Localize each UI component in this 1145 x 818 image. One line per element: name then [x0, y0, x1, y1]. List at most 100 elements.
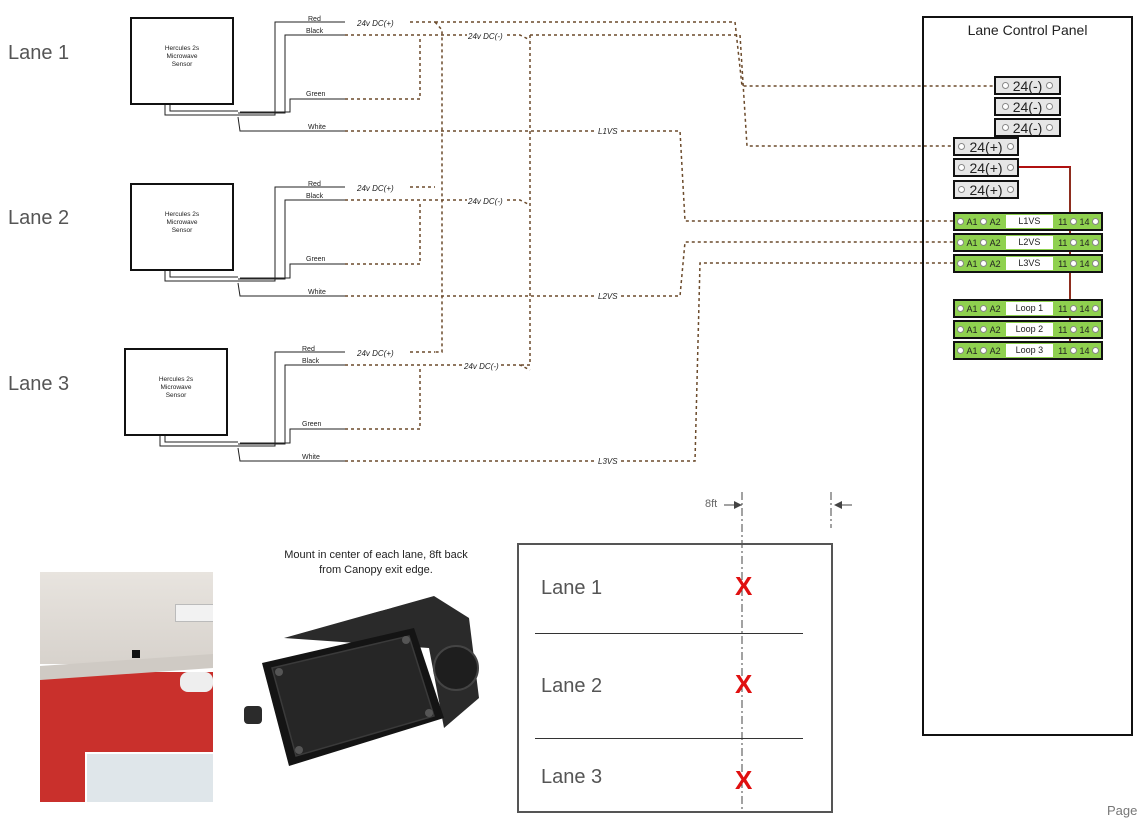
wire-white	[237, 116, 345, 132]
terminal-screw-icon	[1069, 239, 1077, 246]
terminal-screw-icon	[980, 305, 988, 312]
wire-white-label: White	[308, 289, 326, 296]
terminal-screw-icon	[1069, 218, 1077, 225]
sensor-lane-3: Hercules 2s Microwave Sensor	[124, 348, 228, 436]
layout-lane-1-label: Lane 1	[541, 577, 603, 599]
terminal-screw-icon	[958, 164, 966, 171]
wire-black-label: Black	[306, 28, 324, 35]
dc-negative-feed	[345, 364, 531, 371]
terminal-screw-icon	[1046, 103, 1054, 110]
terminal-positive: 24(+)	[953, 158, 1019, 177]
lane-layout-box: Lane 1 Lane 2 Lane 3 X X X	[517, 543, 833, 813]
sensor-label: Hercules 2s Microwave Sensor	[164, 45, 200, 68]
green-to-negative	[345, 38, 421, 100]
terminal-a1: A1	[966, 324, 978, 335]
terminal-screw-icon	[1092, 260, 1099, 267]
lane-control-panel: Lane Control Panel	[922, 16, 1133, 736]
wire-red	[235, 21, 345, 116]
terminal-a2: A2	[989, 303, 1001, 314]
sensor-label: Hercules 2s Microwave Sensor	[158, 376, 194, 399]
terminal-label: 24(+)	[969, 159, 1003, 176]
terminal-screw-icon	[1069, 305, 1077, 312]
terminal-screw-icon	[1092, 239, 1099, 246]
terminal-14: 14	[1079, 324, 1090, 335]
relay-loop-2: A1 A2 Loop 2 11 14	[953, 320, 1103, 339]
terminal-screw-icon	[1092, 347, 1099, 354]
lane-1-label: Lane 1	[8, 42, 70, 64]
dc-negative-feed	[345, 34, 531, 41]
relay-label: Loop 2	[1005, 323, 1054, 336]
device-body	[244, 628, 444, 766]
wire-black-label: Black	[306, 193, 324, 200]
terminal-14: 14	[1079, 258, 1090, 269]
lane-divider	[535, 738, 803, 739]
wire-red-label: Red	[308, 181, 321, 188]
terminal-a2: A2	[989, 216, 1001, 227]
terminal-11: 11	[1058, 303, 1068, 314]
terminal-label: 24(-)	[1012, 77, 1043, 94]
cable-lane-1	[164, 101, 235, 116]
signal-run-l2vs	[345, 241, 953, 297]
relay-label: Loop 1	[1005, 302, 1054, 315]
terminal-label: 24(+)	[969, 181, 1003, 198]
terminal-screw-icon	[957, 239, 964, 246]
sensor-device-image	[244, 596, 479, 766]
terminal-a1: A1	[966, 237, 978, 248]
wire-white-label: White	[308, 124, 326, 131]
terminal-label: 24(-)	[1012, 119, 1043, 136]
terminal-a1: A1	[966, 303, 978, 314]
negative-bus	[520, 35, 531, 366]
layout-lane-3-label: Lane 3	[541, 766, 603, 788]
terminal-screw-icon	[1046, 124, 1054, 131]
cable-lane-2	[164, 267, 235, 282]
relay-l2vs: A1 A2 L2VS 11 14	[953, 233, 1103, 252]
terminal-screw-icon	[1069, 326, 1077, 333]
terminal-screw-icon	[1092, 305, 1099, 312]
signal-l1vs-label: L1VS	[597, 127, 619, 136]
mount-caption: Mount in center of each lane, 8ft back f…	[284, 549, 468, 576]
wire-white-label: White	[302, 454, 320, 461]
terminal-screw-icon	[1069, 347, 1077, 354]
relay-label: L2VS	[1005, 236, 1054, 249]
green-to-negative	[345, 203, 421, 265]
terminal-screw-icon	[1006, 186, 1014, 193]
terminal-label: 24(+)	[969, 138, 1003, 155]
wire-black-label: Black	[302, 358, 320, 365]
positive-bus	[434, 21, 443, 353]
voltage-negative-label: 24v DC(-)	[463, 362, 500, 371]
lane-divider	[535, 633, 803, 634]
device-knob	[244, 706, 262, 724]
wire-green	[240, 98, 345, 113]
terminal-a2: A2	[989, 258, 1001, 269]
relay-label: L1VS	[1005, 215, 1054, 228]
wire-black	[238, 199, 345, 280]
dc-negative-feed	[345, 199, 531, 206]
photo-window	[85, 752, 213, 802]
photo-fixture	[180, 672, 213, 692]
terminal-14: 14	[1079, 345, 1090, 356]
terminal-screw-icon	[1046, 82, 1054, 89]
signal-run-l1vs	[345, 130, 953, 222]
wire-red-label: Red	[302, 346, 315, 353]
sensor-label: Hercules 2s Microwave Sensor	[164, 211, 200, 234]
signal-l2vs-label: L2VS	[597, 292, 619, 301]
sensor-position-marker-lane-1: X	[735, 571, 753, 601]
terminal-screw-icon	[957, 347, 964, 354]
voltage-negative-label: 24v DC(-)	[467, 197, 504, 206]
terminal-screw-icon	[980, 260, 988, 267]
terminal-positive: 24(+)	[953, 180, 1019, 199]
terminal-screw-icon	[957, 326, 964, 333]
wire-green-label: Green	[306, 91, 326, 98]
terminal-screw-icon	[958, 143, 966, 150]
terminal-screw-icon	[957, 260, 964, 267]
page-label: Page	[1107, 803, 1138, 818]
layout-lane-2-label: Lane 2	[541, 675, 603, 697]
wire-black	[238, 34, 345, 114]
wire-green-label: Green	[302, 421, 322, 428]
photo-sensor	[132, 650, 140, 658]
relay-label: L3VS	[1005, 257, 1054, 270]
terminal-screw-icon	[1092, 218, 1099, 225]
terminal-negative: 24(-)	[994, 76, 1061, 95]
sensor-lane-2: Hercules 2s Microwave Sensor	[130, 183, 234, 271]
sensor-position-marker-lane-3: X	[735, 765, 753, 795]
